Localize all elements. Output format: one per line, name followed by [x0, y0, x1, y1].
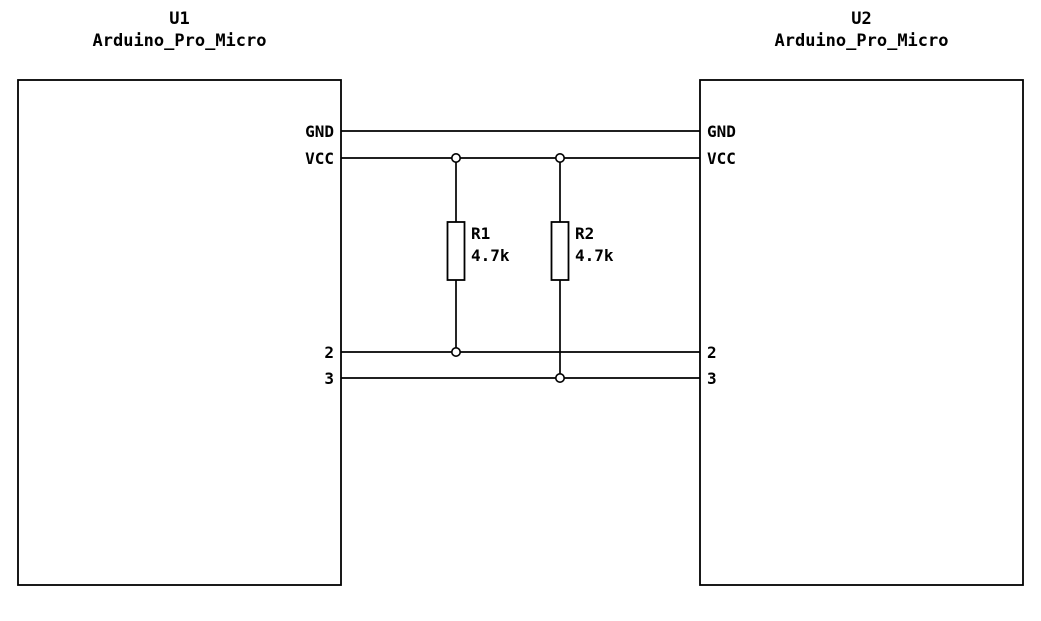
component-u1-value: Arduino_Pro_Micro [93, 31, 267, 51]
junction-dot [450, 153, 461, 164]
component-u2-ref: U2 [851, 9, 871, 29]
resistor-r1-body[interactable] [446, 221, 466, 281]
pin-label-u2-gnd: GND [707, 122, 736, 141]
junction-dot [554, 372, 565, 383]
pin-label-u2-2: 2 [707, 343, 717, 362]
component-u1[interactable]: U1 Arduino_Pro_Micro GND VCC 2 3 [17, 9, 342, 586]
pin-label-u1-gnd: GND [305, 122, 334, 141]
pin-label-u1-vcc: VCC [305, 149, 334, 168]
component-u2-value: Arduino_Pro_Micro [775, 31, 949, 51]
resistor-r2-body[interactable] [550, 221, 570, 281]
component-u2-body[interactable] [699, 79, 1024, 586]
resistor-r1[interactable]: R1 4.7k [446, 158, 510, 352]
component-u2[interactable]: U2 Arduino_Pro_Micro GND VCC 2 3 [699, 9, 1024, 586]
component-u1-body[interactable] [17, 79, 342, 586]
resistor-r2[interactable]: R2 4.7k [550, 158, 614, 378]
resistor-r1-value: 4.7k [471, 246, 510, 265]
component-u1-ref: U1 [169, 9, 189, 29]
pin-label-u2-vcc: VCC [707, 149, 736, 168]
junction-dot [554, 153, 565, 164]
resistor-r1-ref: R1 [471, 224, 490, 243]
resistor-r2-ref: R2 [575, 224, 594, 243]
resistor-r2-value: 4.7k [575, 246, 614, 265]
pin-label-u1-2: 2 [324, 343, 334, 362]
pin-label-u1-3: 3 [324, 369, 334, 388]
junction-dot [450, 346, 461, 357]
pin-label-u2-3: 3 [707, 369, 717, 388]
